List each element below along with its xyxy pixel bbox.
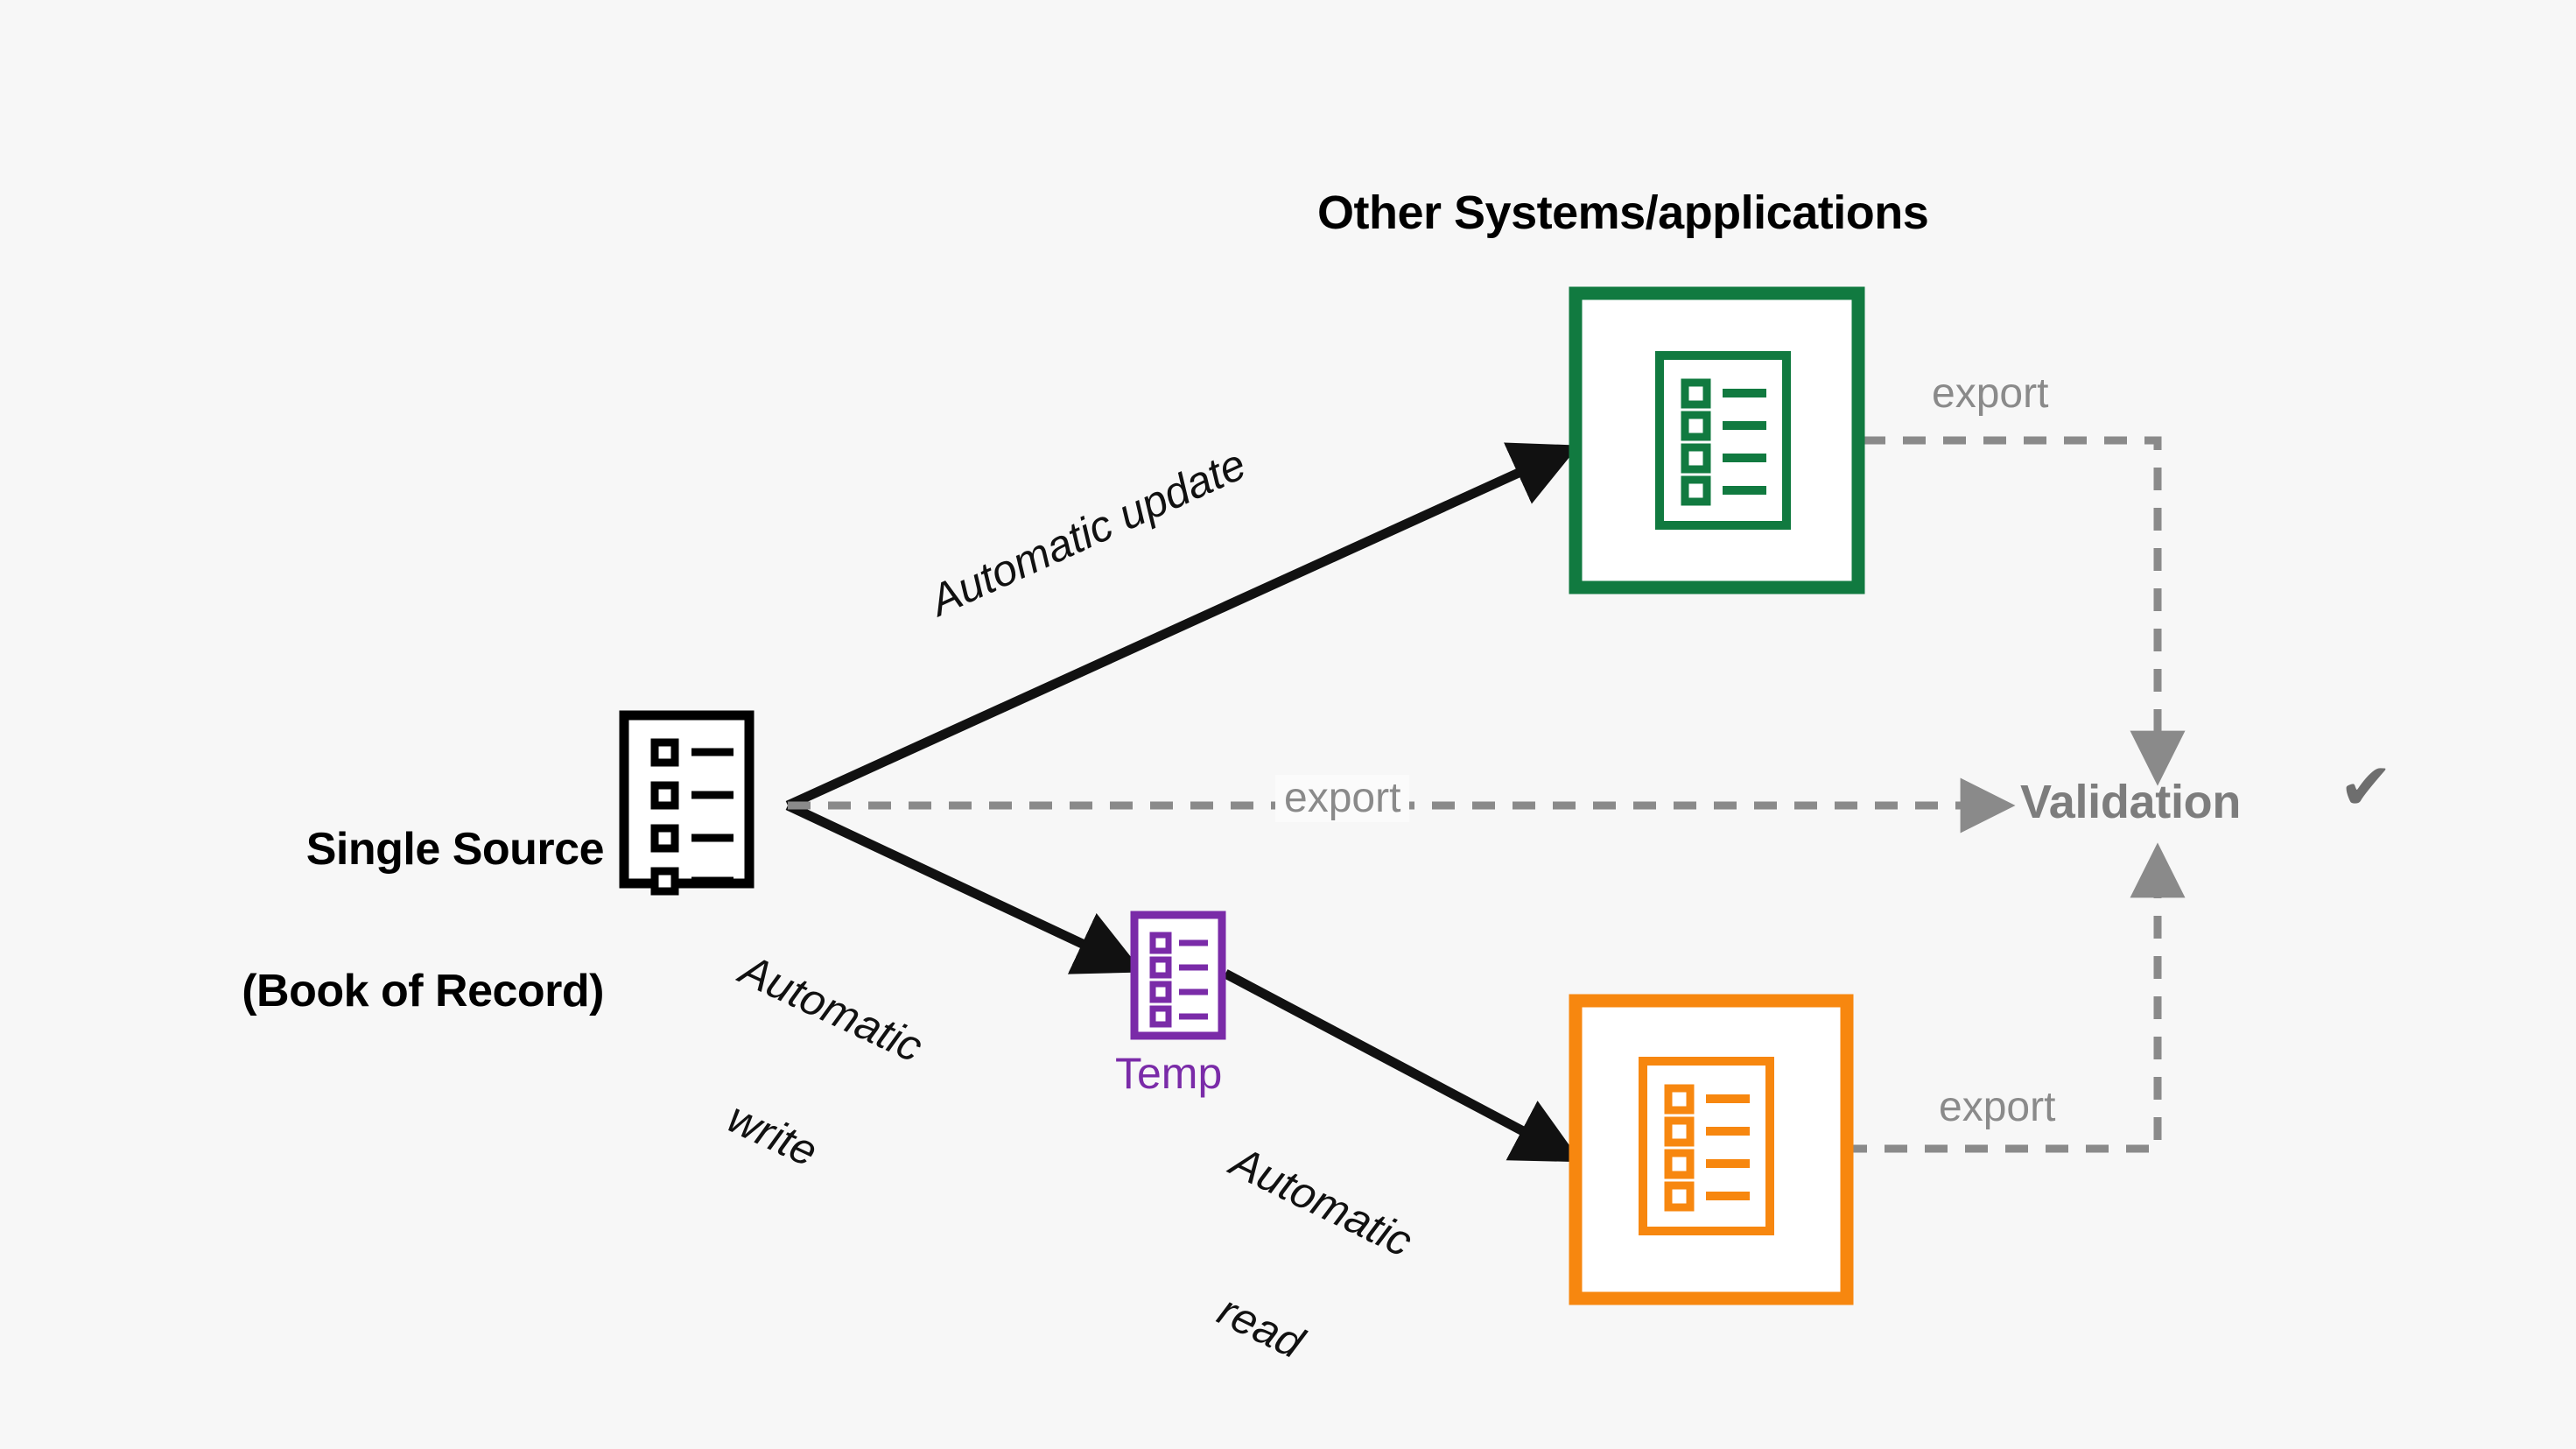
temp-document-list-icon[interactable] [1130,911,1226,1040]
export-label-bottom: export [1939,1084,2056,1130]
export-label-middle: export [1275,775,1410,822]
source-document-list-icon [619,710,755,896]
arrow-automatic-write [785,801,1143,974]
arrow-automatic-read [1223,969,1582,1163]
export-label-top: export [1932,370,2049,417]
flow-label-automatic-write-line2: write [720,1093,825,1177]
source-label-line2: (Book of Record) [242,966,604,1017]
temp-label: Temp [1115,1049,1223,1098]
source-label: Single Source (Book of Record) [114,731,604,1110]
orange-system-node[interactable] [1569,994,1854,1305]
green-system-node[interactable] [1569,286,1865,594]
flow-label-automatic-read-line1: Automatic [1223,1136,1421,1267]
page-title: Other Systems/applications [1317,186,1929,239]
source-label-line1: Single Source [305,824,605,876]
flow-label-automatic-read-line2: read [1211,1285,1311,1368]
flow-label-automatic-write-line1: Automatic [733,945,930,1072]
dashed-export-top [1863,436,2186,786]
validation-label: Validation [2020,776,2242,828]
check-mark-icon: ✔ [2339,750,2394,823]
arrow-automatic-update [785,442,1580,811]
